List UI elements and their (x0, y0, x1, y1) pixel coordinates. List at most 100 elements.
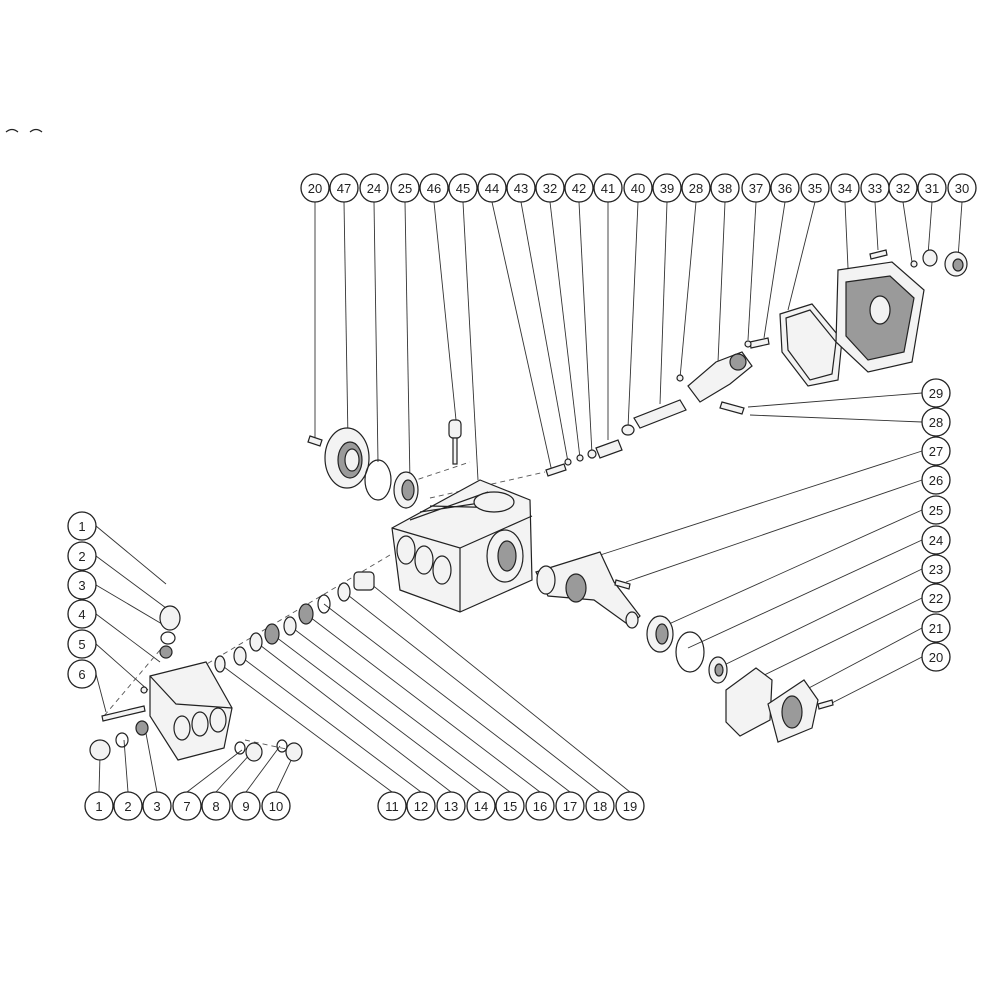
callout-label: 10 (269, 799, 283, 814)
callout-label: 19 (623, 799, 637, 814)
callout-8: 8 (201, 791, 231, 821)
callout-circle (419, 173, 449, 203)
callout-label: 16 (533, 799, 547, 814)
washer-32-top (910, 260, 918, 268)
plug-1-bottom (89, 739, 111, 761)
callout-28: 28 (681, 173, 711, 203)
callout-label: 3 (78, 578, 85, 593)
callout-circle (201, 791, 231, 821)
crankcase-45 (391, 479, 533, 613)
callout-circle (300, 173, 330, 203)
callout-label: 17 (563, 799, 577, 814)
callout-20: 20 (921, 642, 951, 672)
callout-circle (535, 173, 565, 203)
callout-label: 15 (503, 799, 517, 814)
gasket-22 (725, 667, 773, 737)
callout-label: 28 (929, 415, 943, 430)
seal-stack (214, 571, 375, 673)
callout-2: 2 (67, 541, 97, 571)
gasket-35-inner (785, 309, 837, 381)
callout-label: 8 (212, 799, 219, 814)
callout-circle (888, 173, 918, 203)
callout-label: 26 (929, 473, 943, 488)
callout-label: 45 (456, 181, 470, 196)
callout-label: 27 (929, 444, 943, 459)
callout-circle (681, 173, 711, 203)
callout-label: 2 (78, 549, 85, 564)
callout-41: 41 (593, 173, 623, 203)
callout-circle (830, 173, 860, 203)
callout-circle (67, 629, 97, 659)
callout-43: 43 (506, 173, 536, 203)
oring-9 (276, 739, 288, 753)
oring-24-right (675, 631, 705, 673)
callout-label: 20 (308, 181, 322, 196)
oring-7 (234, 741, 246, 755)
callout-32: 32 (535, 173, 565, 203)
valve-3-top (159, 645, 173, 659)
callout-label: 41 (601, 181, 615, 196)
bolt-36 (744, 337, 770, 349)
plug-10 (285, 742, 303, 762)
callout-label: 47 (337, 181, 351, 196)
callout-circle (555, 791, 585, 821)
callout-label: 40 (631, 181, 645, 196)
callout-18: 18 (585, 791, 615, 821)
callout-29: 29 (921, 378, 951, 408)
callout-36: 36 (770, 173, 800, 203)
callout-circle (172, 791, 202, 821)
corner-mark (5, 128, 43, 133)
oring-2-bottom (115, 732, 129, 748)
callout-3: 3 (67, 570, 97, 600)
callout-label: 9 (242, 799, 249, 814)
callout-label: 18 (593, 799, 607, 814)
callout-46: 46 (419, 173, 449, 203)
callout-circle (142, 791, 172, 821)
seal-23 (708, 656, 728, 684)
bearing-25-right (646, 615, 674, 653)
callout-label: 20 (929, 650, 943, 665)
plug-1-top (159, 605, 181, 631)
callout-10: 10 (261, 791, 291, 821)
callout-label: 37 (749, 181, 763, 196)
callout-circle (406, 791, 436, 821)
callout-circle (67, 541, 97, 571)
callout-7: 7 (172, 791, 202, 821)
callout-circle (67, 570, 97, 600)
callout-label: 38 (718, 181, 732, 196)
callout-30: 30 (947, 173, 977, 203)
callout-label: 12 (414, 799, 428, 814)
callout-19: 19 (615, 791, 645, 821)
callout-25: 25 (921, 495, 951, 525)
callout-31: 31 (917, 173, 947, 203)
callout-circle (921, 525, 951, 555)
callout-circle (525, 791, 555, 821)
callout-circle (921, 407, 951, 437)
callout-38: 38 (710, 173, 740, 203)
callout-label: 39 (660, 181, 674, 196)
screw-20-right (817, 699, 834, 710)
callout-24: 24 (359, 173, 389, 203)
callout-circle (917, 173, 947, 203)
callout-44: 44 (477, 173, 507, 203)
callout-45: 45 (448, 173, 478, 203)
callout-16: 16 (525, 791, 555, 821)
callout-circle (390, 173, 420, 203)
callout-32: 32 (888, 173, 918, 203)
callout-label: 25 (398, 181, 412, 196)
bearing-25-top (393, 471, 419, 509)
callout-circle (921, 436, 951, 466)
callout-circle (377, 791, 407, 821)
callout-circle (477, 173, 507, 203)
callout-13: 13 (436, 791, 466, 821)
callout-26: 26 (921, 465, 951, 495)
callout-3: 3 (142, 791, 172, 821)
callout-circle (741, 173, 771, 203)
callout-9: 9 (231, 791, 261, 821)
callout-circle (921, 642, 951, 672)
callout-circle (329, 173, 359, 203)
callout-circle (113, 791, 143, 821)
callout-circle (921, 613, 951, 643)
plug-31 (922, 249, 938, 267)
